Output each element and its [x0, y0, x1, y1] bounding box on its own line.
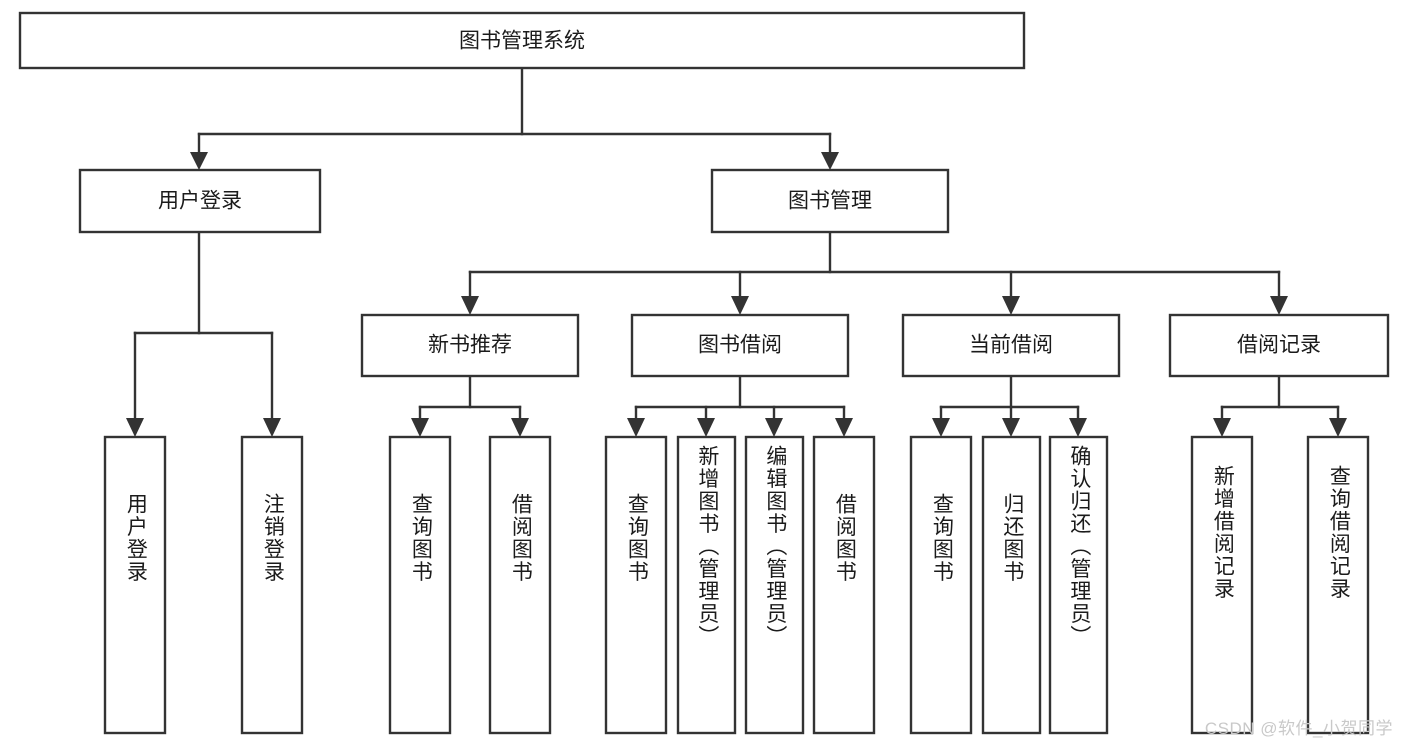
node-user-login[interactable]: 用户登录	[78, 168, 322, 234]
leaf-query-book-1-box[interactable]	[388, 435, 452, 735]
connector-group-root	[190, 66, 839, 170]
node-book-borrow-box[interactable]	[630, 313, 850, 378]
node-borrow-record-box[interactable]	[1168, 313, 1390, 378]
arrow-head-borrow-record	[1270, 296, 1288, 315]
node-new-book-recommend[interactable]: 新书推荐	[360, 313, 580, 378]
leaf-borrow-book-1-box[interactable]	[488, 435, 552, 735]
node-current-borrow-label: 当前借阅	[969, 334, 1053, 357]
connector-group-book-borrow	[627, 374, 853, 437]
node-new-book-recommend-box[interactable]	[360, 313, 580, 378]
node-user-login-label: 用户登录	[158, 190, 242, 213]
node-user-login-box[interactable]	[78, 168, 322, 234]
arrow-head-leaf-borrow-book-2	[835, 418, 853, 437]
arrow-head-leaf-query-record	[1329, 418, 1347, 437]
arrow-head-leaf-logout-login	[263, 418, 281, 437]
connector-group-borrow-record	[1213, 374, 1347, 437]
node-root-label: 图书管理系统	[459, 30, 585, 53]
node-borrow-record-label: 借阅记录	[1237, 334, 1321, 357]
node-root[interactable]: 图书管理系统	[18, 11, 1026, 70]
node-root-box[interactable]	[18, 11, 1026, 70]
leaf-add-book-box[interactable]	[676, 435, 737, 735]
leaf-add-record-box[interactable]	[1190, 435, 1254, 735]
node-book-management[interactable]: 图书管理	[710, 168, 950, 234]
connector-group-book-management	[461, 230, 1288, 315]
csdn-watermark: CSDN @软件_小贺同学	[1204, 719, 1393, 738]
node-book-borrow[interactable]: 图书借阅	[630, 313, 850, 378]
arrow-head-leaf-borrow-book-1	[511, 418, 529, 437]
arrow-head-leaf-edit-book	[765, 418, 783, 437]
arrow-head-current-borrow	[1002, 296, 1020, 315]
leaf-query-record-box[interactable]	[1306, 435, 1370, 735]
node-book-management-box[interactable]	[710, 168, 950, 234]
arrow-head-leaf-query-book-2	[627, 418, 645, 437]
arrow-head-leaf-user-login	[126, 418, 144, 437]
arrow-head-leaf-add-book	[697, 418, 715, 437]
node-current-borrow-box[interactable]	[901, 313, 1121, 378]
arrow-head-leaf-return-book	[1002, 418, 1020, 437]
connector-group-current-borrow	[932, 374, 1087, 437]
node-borrow-record[interactable]: 借阅记录	[1168, 313, 1390, 378]
leaf-logout-login-box[interactable]	[240, 435, 304, 735]
leaf-confirm-return-box[interactable]	[1048, 435, 1109, 735]
leaf-borrow-book-2-box[interactable]	[812, 435, 876, 735]
arrow-head-leaf-query-book-3	[932, 418, 950, 437]
arrow-head-book-borrow	[731, 296, 749, 315]
leaf-query-book-3-box[interactable]	[909, 435, 973, 735]
node-current-borrow[interactable]: 当前借阅	[901, 313, 1121, 378]
node-book-management-label: 图书管理	[788, 190, 872, 213]
connector-group-new-book-recommend	[411, 374, 529, 437]
arrow-head-leaf-confirm-return	[1069, 418, 1087, 437]
node-book-borrow-label: 图书借阅	[698, 334, 782, 357]
arrow-head-book-management	[821, 152, 839, 170]
leaf-query-book-2-box[interactable]	[604, 435, 668, 735]
arrow-head-user-login	[190, 152, 208, 170]
arrow-head-new-book-recommend	[461, 296, 479, 315]
connector-group-user-login	[126, 230, 281, 437]
arrow-head-leaf-add-record	[1213, 418, 1231, 437]
node-new-book-recommend-label: 新书推荐	[428, 334, 512, 357]
arrow-head-leaf-query-book-1	[411, 418, 429, 437]
leaf-return-book-box[interactable]	[981, 435, 1042, 735]
leaf-edit-book-box[interactable]	[744, 435, 805, 735]
leaf-user-login-box[interactable]	[103, 435, 167, 735]
